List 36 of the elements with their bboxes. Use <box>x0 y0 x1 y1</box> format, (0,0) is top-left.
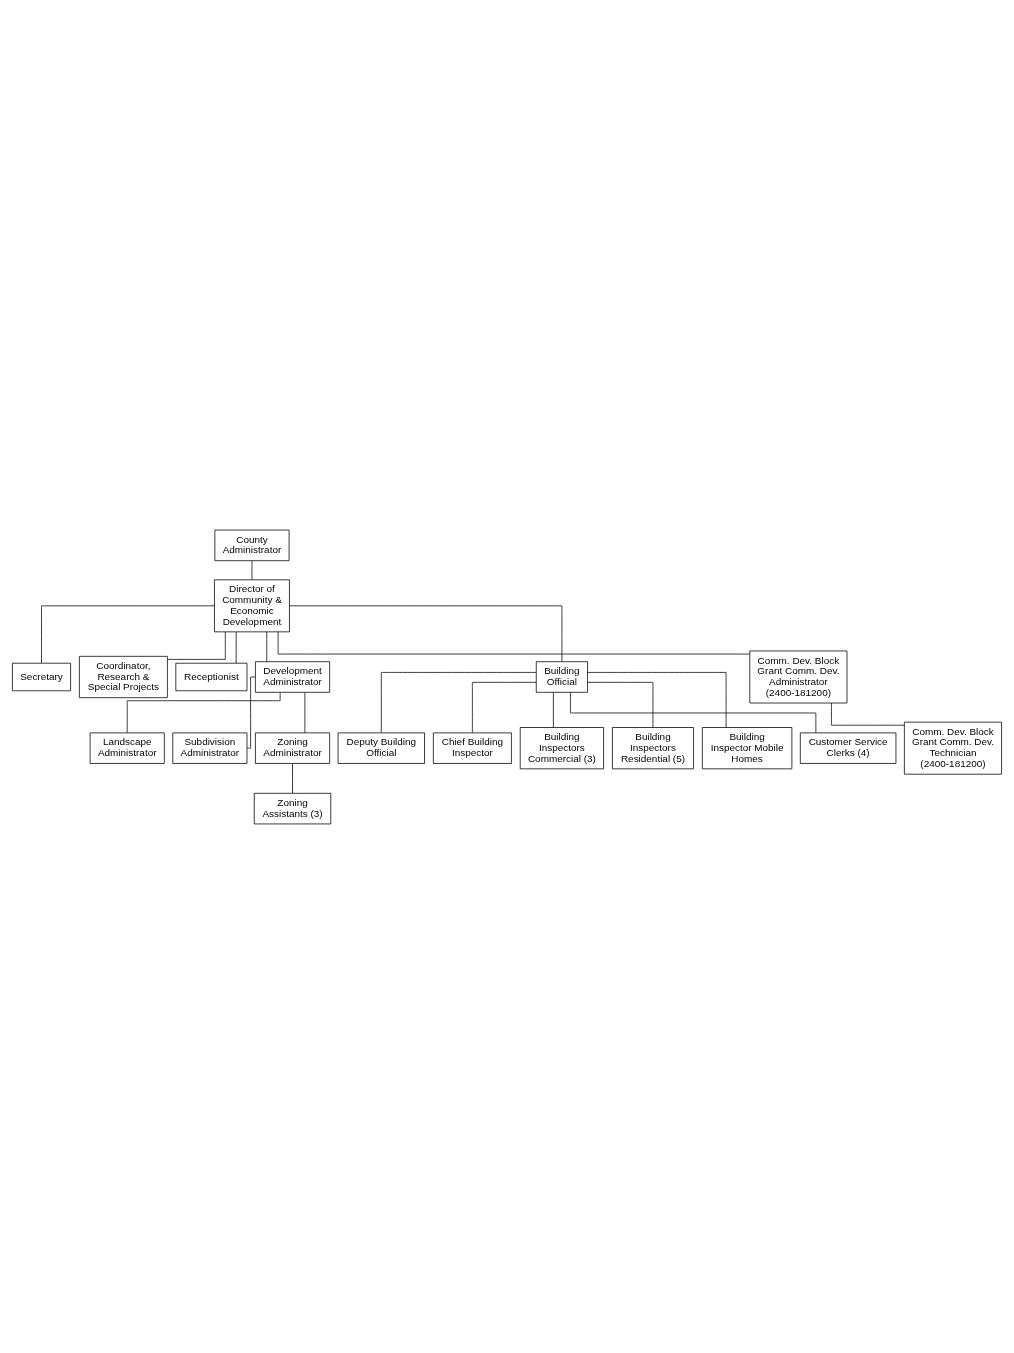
connector <box>587 681 654 728</box>
connector <box>246 676 256 749</box>
node-box: Development Administrator <box>255 660 331 693</box>
node-box: Secretary <box>12 662 71 691</box>
node-box: Building Official <box>535 660 588 693</box>
node-box: Building Inspectors Residential (5) <box>612 726 694 769</box>
node-box: Chief Building Inspector <box>432 732 512 764</box>
connector <box>304 691 306 733</box>
connector <box>570 691 817 733</box>
node-box: Comm. Dev. Block Grant Comm. Dev. Administrator (2400-181200) <box>749 650 848 703</box>
connector <box>251 560 253 580</box>
node-box: Coordinator, Research & Special Projects <box>79 655 168 698</box>
node-box: County Administrator <box>214 529 290 561</box>
node-box: Zoning Administrator <box>255 732 331 764</box>
connector <box>292 762 293 794</box>
connector <box>587 671 727 728</box>
connector <box>167 631 226 660</box>
node-box: Zoning Assistants (3) <box>253 792 332 824</box>
node-box: Customer Service Clerks (4) <box>799 732 897 764</box>
node-box: Receptionist <box>175 662 248 691</box>
node-box: Deputy Building Official <box>337 732 425 764</box>
connector <box>380 671 537 733</box>
connector <box>41 604 215 663</box>
node-box: Comm. Dev. Block Grant Comm. Dev. Technician (2400-181200) <box>904 721 1002 775</box>
node-box: Building Inspector Mobile Homes <box>701 726 793 769</box>
node-box: Subdivision Administrator <box>172 732 248 764</box>
connector <box>552 691 554 728</box>
node-box: Building Inspectors Commercial (3) <box>519 726 604 769</box>
connector <box>266 631 268 662</box>
connector <box>472 681 537 733</box>
connector <box>277 631 751 654</box>
connector <box>289 604 563 662</box>
node-box: Landscape Administrator <box>89 732 165 764</box>
connector <box>831 702 905 726</box>
connector <box>126 691 281 733</box>
node-box: Director of Community & Economic Development <box>214 578 290 632</box>
